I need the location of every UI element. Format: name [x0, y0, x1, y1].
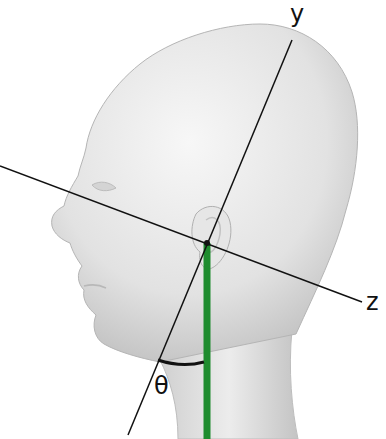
- ear: [192, 206, 231, 268]
- angle-arc: [158, 360, 204, 365]
- mouth: [84, 285, 106, 288]
- vertical-reference-line: [204, 243, 211, 439]
- origin-dot: [204, 240, 210, 246]
- z-axis: [0, 166, 362, 302]
- y-axis: [128, 40, 292, 435]
- angle-label: θ: [154, 374, 169, 398]
- eye: [92, 182, 116, 191]
- axis-label: z: [366, 290, 379, 314]
- axis-label: y: [290, 2, 304, 26]
